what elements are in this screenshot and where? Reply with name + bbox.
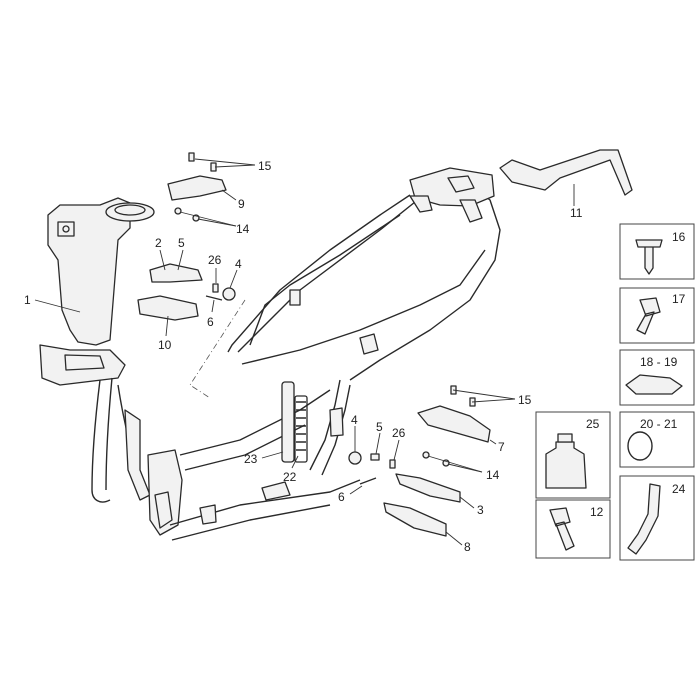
legend-box-24: 24 <box>619 475 695 561</box>
legend-box-12: 12 <box>535 499 611 559</box>
bolt-12-icon <box>549 507 575 551</box>
main-frame <box>39 167 501 541</box>
springs-22-23 <box>281 381 308 463</box>
callout-26-bottom: 26 <box>392 426 406 440</box>
callout-7: 7 <box>498 440 505 454</box>
bolt-14-left <box>174 207 200 222</box>
callout-4-bottom: 4 <box>351 413 358 427</box>
svg-text:17: 17 <box>672 292 686 306</box>
right-small-parts <box>348 385 491 537</box>
callout-4-top: 4 <box>235 257 242 271</box>
screw-16-icon <box>635 239 663 275</box>
legend-box-20-21: 20 - 21 <box>619 411 695 468</box>
bracket-2 <box>149 263 203 283</box>
washer-4-right <box>348 451 362 465</box>
callout-2: 2 <box>155 236 162 250</box>
clip-nut-icon <box>625 374 683 395</box>
trim-cover-9 <box>167 175 227 201</box>
spring-6-right <box>359 477 377 485</box>
callout-14-right: 14 <box>486 468 500 482</box>
svg-text:12: 12 <box>590 505 604 519</box>
callout-9: 9 <box>238 197 245 211</box>
callout-5-bottom: 5 <box>376 420 383 434</box>
callout-22: 22 <box>283 470 297 484</box>
svg-text:18 - 19: 18 - 19 <box>640 355 678 369</box>
callout-8: 8 <box>464 540 471 554</box>
callout-11: 11 <box>570 206 583 220</box>
callout-23: 23 <box>244 452 258 466</box>
assembly-guide-line <box>189 299 246 399</box>
callout-3: 3 <box>477 503 484 517</box>
leader-lines <box>34 158 575 546</box>
bracket-3 <box>395 473 461 503</box>
rear-rack-11 <box>499 149 633 196</box>
washer-4-left <box>222 287 236 301</box>
weight-25-icon <box>545 441 587 489</box>
callout-26-top: 26 <box>208 253 222 267</box>
hose-clamp-icon <box>627 431 653 461</box>
callout-6-top: 6 <box>207 315 214 329</box>
bolt-17-icon <box>636 297 661 335</box>
callout-labels: 15 9 14 2 5 26 4 6 10 1 11 23 22 4 5 26 … <box>24 159 583 554</box>
legend-box-25: 25 <box>535 411 611 499</box>
callout-15-right: 15 <box>518 393 532 407</box>
svg-text:16: 16 <box>672 230 686 244</box>
svg-text:24: 24 <box>672 482 686 496</box>
callout-5-top: 5 <box>178 236 185 250</box>
screw-15-left <box>188 152 217 172</box>
left-small-parts <box>137 152 236 321</box>
hose-24-icon <box>627 483 661 555</box>
callout-1: 1 <box>24 293 31 307</box>
pin-26-left <box>212 283 219 293</box>
svg-text:20 - 21: 20 - 21 <box>640 417 678 431</box>
trim-cover-7 <box>417 405 491 443</box>
spring-6-left <box>205 295 223 301</box>
legend-box-16: 16 <box>619 223 695 280</box>
callout-10: 10 <box>158 338 172 352</box>
svg-text:25: 25 <box>586 417 600 431</box>
callout-6-bottom: 6 <box>338 490 345 504</box>
legend-box-17: 17 <box>619 287 695 344</box>
legend-box-18-19: 18 - 19 <box>619 349 695 406</box>
cover-10 <box>137 295 199 321</box>
cover-8 <box>383 502 447 537</box>
callout-14-top: 14 <box>236 222 250 236</box>
callout-15-top: 15 <box>258 159 272 173</box>
